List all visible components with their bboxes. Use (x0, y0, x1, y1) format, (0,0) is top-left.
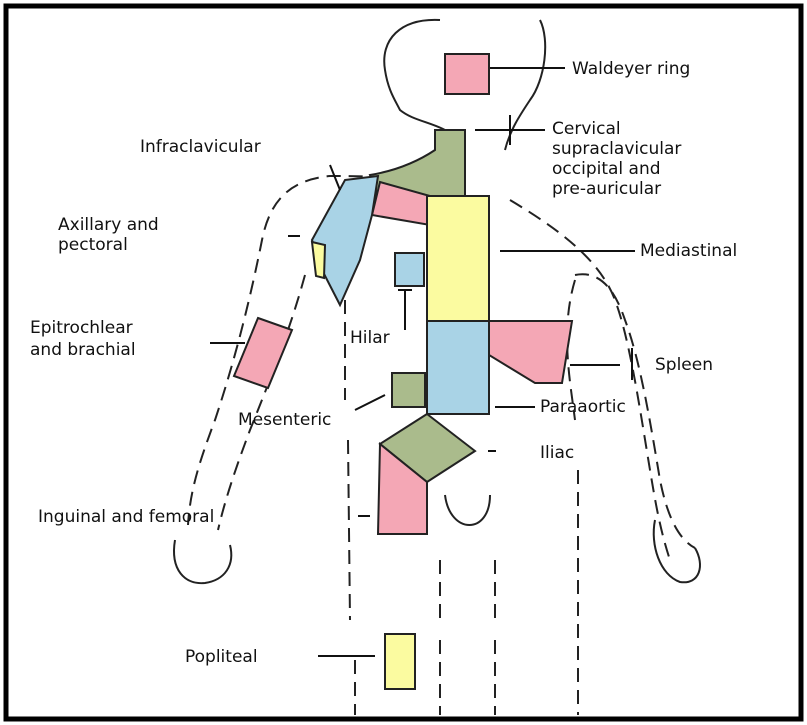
label-cervical-4: pre-auricular (552, 179, 661, 199)
waldeyer-ring-region (445, 54, 489, 94)
label-epitrochlear-1: Epitrochlear (30, 318, 133, 338)
label-hilar: Hilar (350, 328, 390, 348)
label-axillary-2: pectoral (58, 235, 128, 255)
leader-mesenteric (355, 395, 385, 410)
label-inguinal: Inguinal and femoral (38, 507, 214, 527)
label-iliac: Iliac (540, 443, 574, 463)
label-infraclavicular: Infraclavicular (140, 137, 261, 157)
label-cervical-2: supraclavicular (552, 139, 681, 159)
arm-inner-left (218, 275, 305, 530)
mesenteric-region (392, 373, 425, 407)
label-mesenteric: Mesenteric (238, 410, 331, 430)
hand-left (174, 540, 231, 583)
label-epitrochlear-2: and brachial (30, 340, 136, 360)
mediastinal-region (427, 196, 489, 321)
axillary-region (312, 176, 378, 305)
leader-infraclavicular (330, 165, 340, 190)
label-cervical-3: occipital and (552, 159, 661, 179)
label-mediastinal: Mediastinal (640, 241, 737, 261)
spleen-region (489, 321, 572, 383)
hilar-region (395, 253, 424, 286)
label-axillary-1: Axillary and (58, 215, 159, 235)
paraaortic-region (427, 321, 489, 414)
crotch-outline (445, 495, 490, 525)
label-paraaortic: Paraaortic (540, 397, 626, 417)
popliteal-region (385, 634, 415, 689)
pectoral-region (312, 242, 325, 278)
torso-left (345, 300, 355, 715)
label-cervical-1: Cervical (552, 119, 621, 139)
label-waldeyer: Waldeyer ring (572, 59, 690, 79)
label-popliteal: Popliteal (185, 647, 258, 667)
label-spleen: Spleen (655, 355, 713, 375)
